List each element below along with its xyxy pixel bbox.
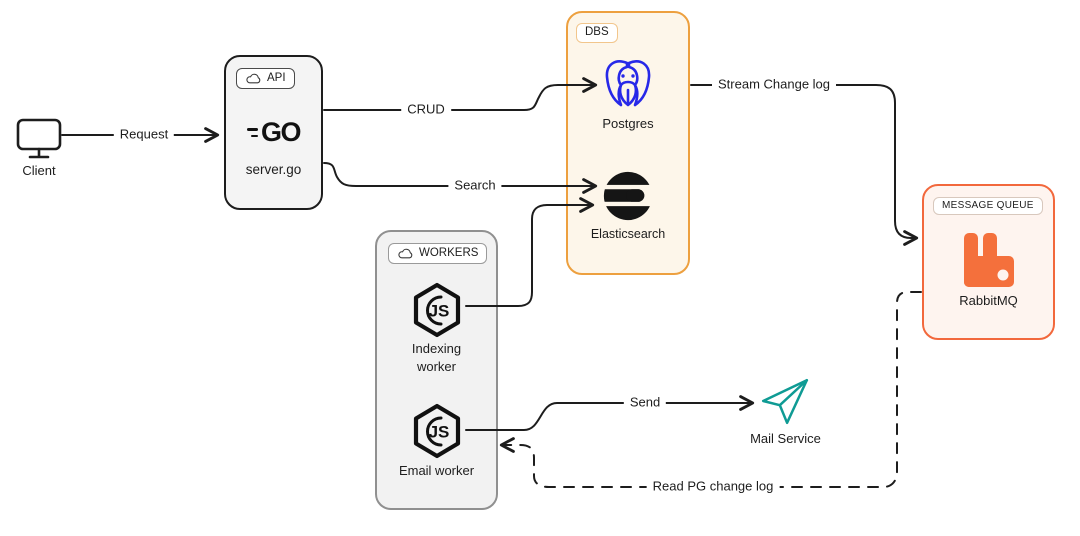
email-worker-label: Email worker xyxy=(398,463,475,478)
client-label: Client xyxy=(22,163,56,178)
email-worker-nodejs-icon: JS xyxy=(413,403,460,459)
dbs-chip-label: DBS xyxy=(585,26,609,38)
dbs-chip: DBS xyxy=(576,23,618,43)
indexing-worker-nodejs-icon: JS xyxy=(413,282,460,338)
go-logo-text: GO xyxy=(260,117,302,147)
js-logo-text: JS xyxy=(428,302,449,321)
stream-change-log-edge-label: Stream Change log xyxy=(711,76,837,94)
message-queue-chip-label: MESSAGE QUEUE xyxy=(942,200,1034,211)
rabbitmq-logo-icon xyxy=(963,233,1014,287)
monitor-icon xyxy=(16,118,62,159)
send-edge-label: Send xyxy=(623,394,667,412)
edge-crud-line xyxy=(323,77,598,111)
indexing-worker-label: Indexing worker xyxy=(411,341,462,375)
message-queue-group-node: MESSAGE QUEUE RabbitMQ xyxy=(922,184,1055,340)
mail-service-label: Mail Service xyxy=(750,431,821,446)
dbs-group-node: DBS Postgres E xyxy=(566,11,690,275)
search-edge-label: Search xyxy=(448,177,502,195)
workers-group-node: WORKERS JS Indexing worker JS Email work… xyxy=(375,230,498,510)
postgres-elephant-icon xyxy=(605,60,651,107)
client-node: Client xyxy=(8,116,70,178)
go-speed-lines xyxy=(246,127,258,138)
api-chip: API xyxy=(236,68,295,89)
edge-send-line xyxy=(465,395,755,431)
go-logo: GO xyxy=(226,117,321,148)
read-pg-change-log-edge-label: Read PG change log xyxy=(646,478,780,496)
js-logo-text: JS xyxy=(428,423,449,442)
request-edge-label: Request xyxy=(113,126,175,144)
message-queue-chip: MESSAGE QUEUE xyxy=(933,197,1043,215)
paper-plane-icon xyxy=(761,378,809,425)
workers-chip-label: WORKERS xyxy=(419,246,479,259)
elasticsearch-label: Elasticsearch xyxy=(590,227,666,241)
edge-read-pg-change-log-line xyxy=(499,291,922,488)
mail-service-node xyxy=(758,374,812,433)
edge-stream-change-log-line xyxy=(690,84,919,246)
postgres-label: Postgres xyxy=(602,116,654,131)
workers-chip: WORKERS xyxy=(388,243,488,264)
elasticsearch-logo-icon xyxy=(601,171,655,221)
cloud-icon xyxy=(246,73,261,84)
crud-edge-label: CRUD xyxy=(401,101,451,119)
cloud-icon xyxy=(398,248,413,259)
server-go-label: server.go xyxy=(245,162,302,177)
rabbitmq-label: RabbitMQ xyxy=(959,293,1018,308)
api-server-node: API GO server.go xyxy=(224,55,323,210)
api-chip-label: API xyxy=(267,71,286,84)
